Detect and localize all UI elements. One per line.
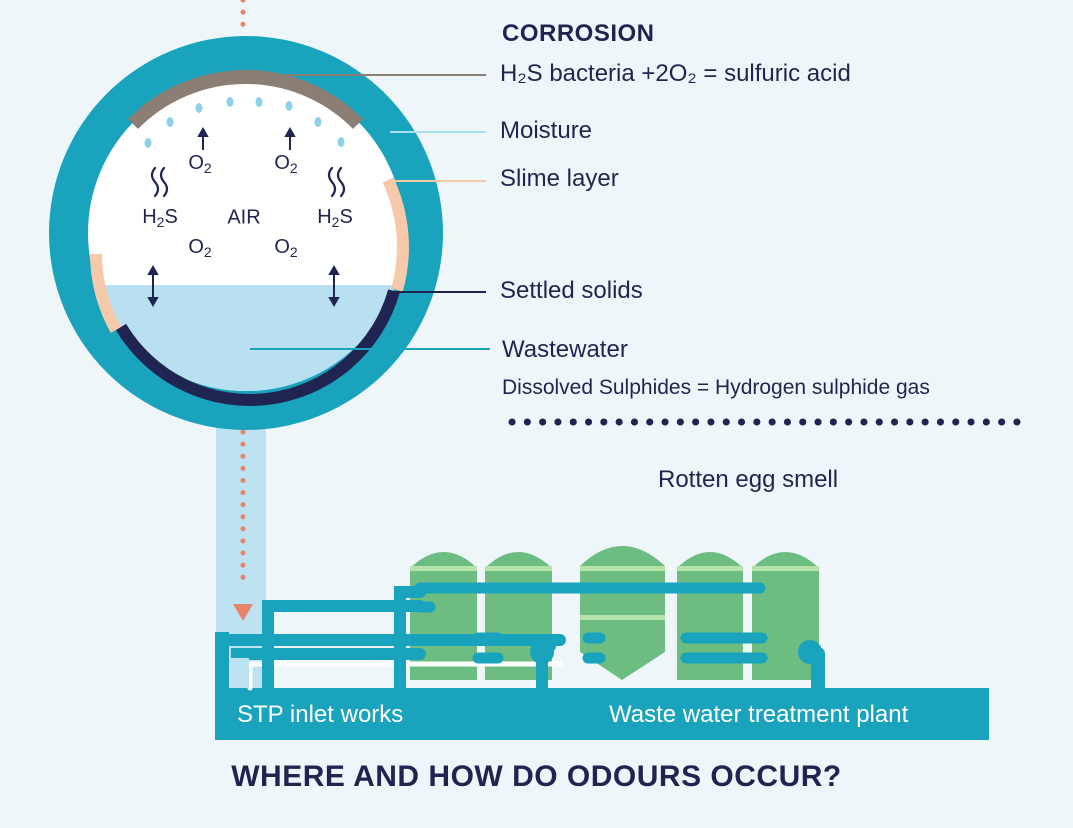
settled-solids-label: Settled solids <box>500 277 643 304</box>
exchange-arrows <box>147 264 340 308</box>
flow-arrowhead <box>233 604 253 621</box>
corrosion-heading: CORROSION <box>502 20 655 47</box>
o2-label-bottom-right: O2 <box>274 236 298 260</box>
o2-label-bottom-left: O2 <box>188 236 212 260</box>
wastewater-label: Wastewater <box>502 336 628 363</box>
slime-layer-left <box>90 253 122 333</box>
rotten-egg-label: Rotten egg smell <box>658 466 839 493</box>
slime-layer-right <box>382 177 409 292</box>
h2s-label-left: H2S <box>142 206 178 230</box>
page-title: WHERE AND HOW DO ODOURS OCCUR? <box>231 760 842 793</box>
leader-lines <box>250 74 490 350</box>
tank-1 <box>410 552 477 680</box>
treatment-plant <box>215 546 989 740</box>
o2-label-top-right: O2 <box>274 152 298 176</box>
settled-solids-layer <box>115 289 400 406</box>
o2-label-top-left: O2 <box>188 152 212 176</box>
air-label: AIR <box>227 206 261 229</box>
wwtp-label: Waste water treatment plant <box>609 701 909 728</box>
moisture-droplets <box>144 97 345 148</box>
corrosion-layer <box>128 69 363 129</box>
moisture-label: Moisture <box>500 117 593 144</box>
sulphides-label: Dissolved Sulphides = Hydrogen sulphide … <box>502 376 930 399</box>
gas-wave-icons <box>150 166 346 198</box>
plant-base <box>215 688 989 740</box>
slime-layer-label: Slime layer <box>500 165 619 192</box>
stp-inlet-label: STP inlet works <box>237 701 404 728</box>
h2s-label-right: H2S <box>317 206 353 230</box>
tank-3 <box>580 546 665 680</box>
reaction-label: H₂S bacteria +2O₂ = sulfuric acid <box>500 60 851 87</box>
o2-rise-arrows <box>197 126 296 150</box>
